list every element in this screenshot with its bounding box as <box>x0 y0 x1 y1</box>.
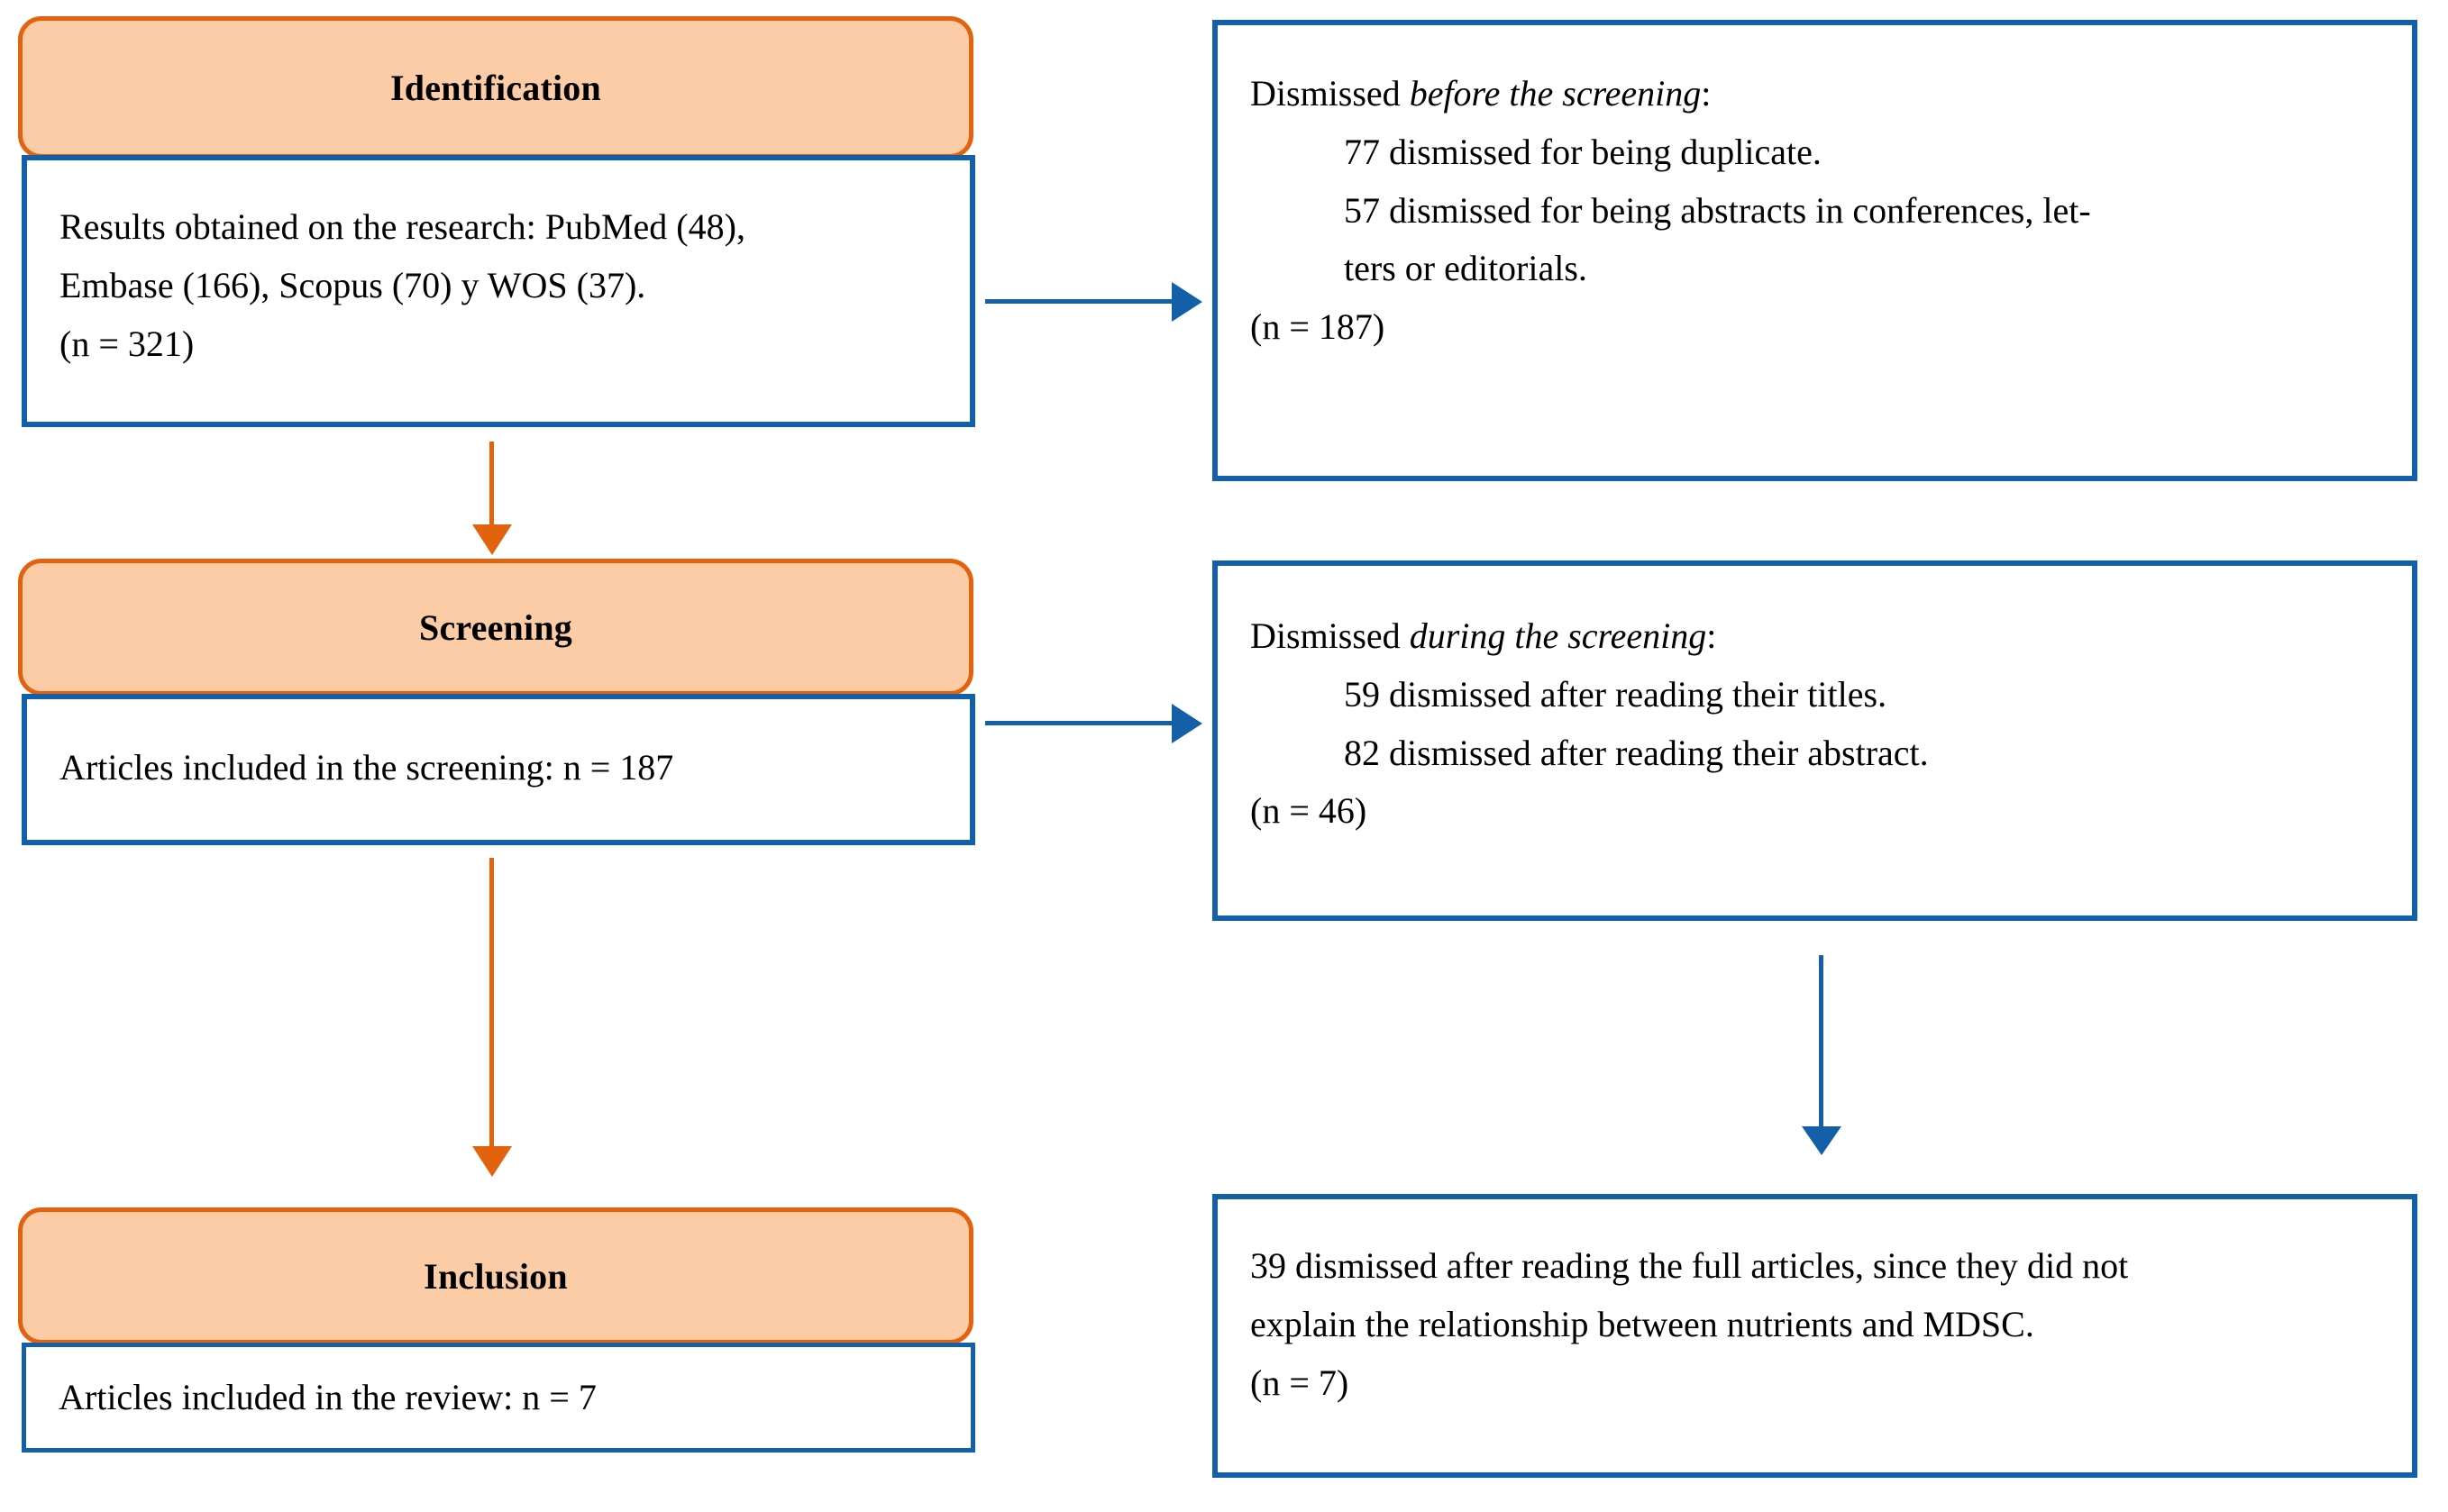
before-screening-heading-italic: before the screening <box>1409 73 1702 114</box>
arrowhead-right-icon <box>1172 282 1202 322</box>
box-dismissed-full-text: 39 dismissed after reading the full arti… <box>1212 1194 2417 1478</box>
screening-line-1: Articles included in the screening: n = … <box>59 747 674 788</box>
box-screening-included: Articles included in the screening: n = … <box>22 694 975 845</box>
arrowhead-right-icon <box>1172 704 1202 743</box>
before-screening-heading-plain: Dismissed <box>1250 73 1410 114</box>
before-screening-total: (n = 187) <box>1250 306 1385 348</box>
before-screening-item-2-line-2: ters or editorials. <box>1344 248 1587 289</box>
during-screening-item-2: 82 dismissed after reading their abstrac… <box>1344 732 1929 773</box>
full-text-line-1: 39 dismissed after reading the full arti… <box>1250 1245 2129 1286</box>
connector-line <box>985 299 1179 304</box>
identification-line-1: Results obtained on the research: PubMed… <box>59 206 745 247</box>
box-inclusion-review: Articles included in the review: n = 7 <box>22 1343 975 1453</box>
stage-header-inclusion: Inclusion <box>18 1207 973 1344</box>
connector-line <box>985 721 1179 725</box>
during-screening-heading-plain: Dismissed <box>1250 615 1410 656</box>
full-text-total: (n = 7) <box>1250 1362 1349 1403</box>
before-screening-heading-colon: : <box>1701 73 1712 114</box>
stage-label-screening: Screening <box>419 606 572 648</box>
identification-line-2: Embase (166), Scopus (70) y WOS (37). <box>59 264 646 305</box>
connector-line <box>489 442 494 533</box>
during-screening-heading: Dismissed during the screening: <box>1250 607 2385 666</box>
before-screening-item-1: 77 dismissed for being duplicate. <box>1344 131 1822 172</box>
during-screening-heading-italic: during the screening <box>1409 615 1707 656</box>
stage-label-identification: Identification <box>390 67 601 108</box>
stage-header-identification: Identification <box>18 16 973 159</box>
box-identification-results: Results obtained on the research: PubMed… <box>22 155 975 427</box>
stage-header-screening: Screening <box>18 559 973 696</box>
during-screening-heading-colon: : <box>1706 615 1717 656</box>
arrowhead-down-icon <box>472 1146 512 1177</box>
box-dismissed-before-screening: Dismissed before the screening: 77 dismi… <box>1212 20 2417 481</box>
full-text-line-2: explain the relationship between nutrien… <box>1250 1303 2034 1344</box>
arrowhead-down-icon <box>472 524 512 555</box>
before-screening-item-2-line-1: 57 dismissed for being abstracts in conf… <box>1344 189 2091 231</box>
identification-line-3: (n = 321) <box>59 323 195 364</box>
connector-line <box>489 858 494 1153</box>
before-screening-heading: Dismissed before the screening: <box>1250 65 2385 123</box>
box-dismissed-during-screening: Dismissed during the screening: 59 dismi… <box>1212 560 2417 921</box>
during-screening-total: (n = 46) <box>1250 790 1367 832</box>
stage-label-inclusion: Inclusion <box>424 1255 568 1297</box>
during-screening-item-1: 59 dismissed after reading their titles. <box>1344 673 1887 715</box>
arrowhead-down-icon <box>1802 1126 1841 1155</box>
connector-line <box>1819 955 1823 1135</box>
inclusion-line-1: Articles included in the review: n = 7 <box>59 1377 597 1417</box>
